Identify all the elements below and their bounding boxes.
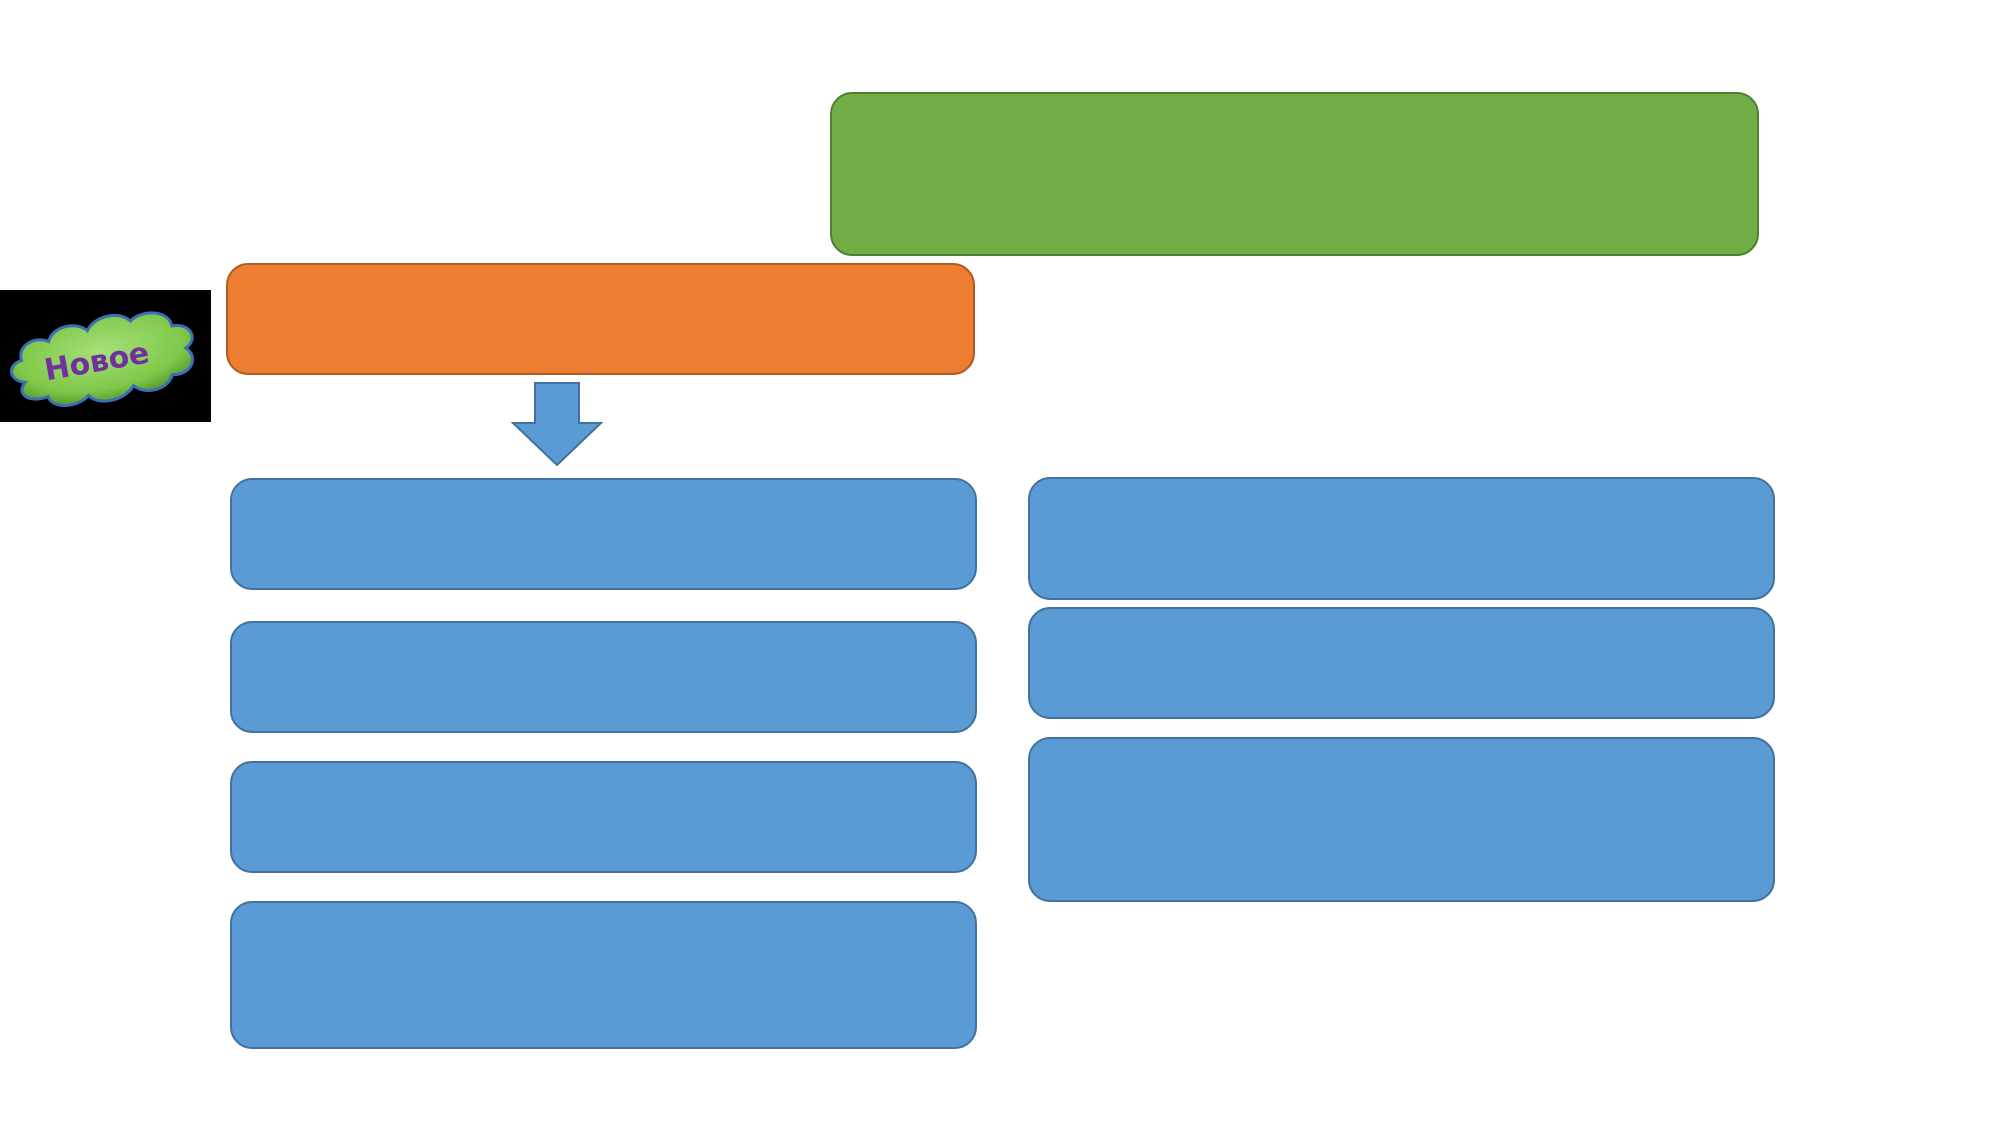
top-green-box [830, 92, 1759, 256]
new-badge: Новое [0, 290, 211, 422]
right-box-2 [1028, 607, 1775, 719]
left-box-4 [230, 901, 977, 1049]
right-box-1 [1028, 477, 1775, 600]
left-box-3 [230, 761, 977, 873]
right-box-3 [1028, 737, 1775, 902]
orange-heading-box [226, 263, 975, 375]
left-box-2 [230, 621, 977, 733]
left-box-1 [230, 478, 977, 590]
cloud-sticker-icon: Новое [9, 311, 194, 407]
down-arrow-icon [510, 381, 604, 467]
